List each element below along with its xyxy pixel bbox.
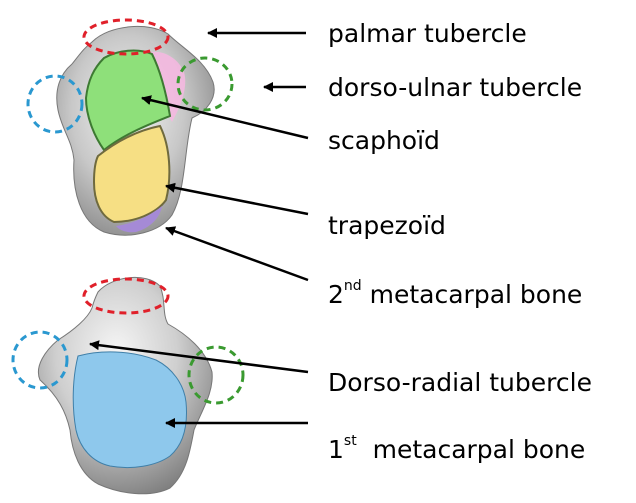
label-1st-ordinal: st bbox=[344, 433, 357, 449]
label-2nd-ordinal: nd bbox=[344, 278, 362, 294]
meta1-facet bbox=[73, 352, 186, 468]
label-trapezoid: trapezoïd bbox=[328, 213, 446, 238]
trapezium-top-view bbox=[57, 26, 214, 235]
label-1st-metacarpal-bone: 1st metacarpal bone bbox=[328, 437, 585, 462]
label-1st-number: 1 bbox=[328, 435, 344, 464]
label-1st-text: metacarpal bone bbox=[373, 435, 586, 464]
label-dorso-radial-tubercle: Dorso-radial tubercle bbox=[328, 370, 592, 395]
label-2nd-metacarpal-bone: 2nd metacarpal bone bbox=[328, 282, 582, 307]
arrow-trapezoid bbox=[166, 186, 308, 214]
label-2nd-number: 2 bbox=[328, 280, 344, 309]
label-palmar-tubercle: palmar tubercle bbox=[328, 21, 527, 46]
arrow-meta2 bbox=[166, 228, 308, 280]
trapezium-bottom-view bbox=[38, 277, 212, 493]
label-dorso-ulnar-tubercle: dorso-ulnar tubercle bbox=[328, 75, 582, 100]
label-scaphoid: scaphoïd bbox=[328, 128, 440, 153]
label-2nd-text: metacarpal bone bbox=[370, 280, 583, 309]
